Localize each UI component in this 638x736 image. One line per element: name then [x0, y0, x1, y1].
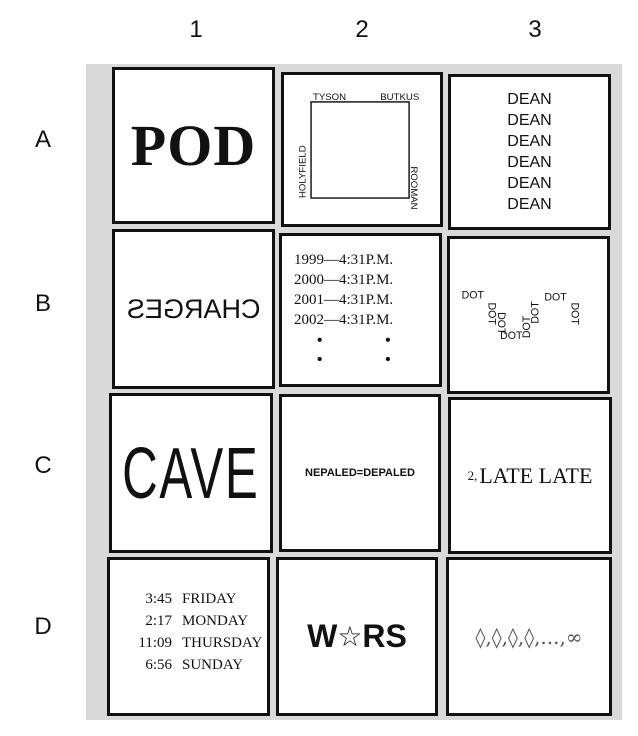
cave-text: CAVE [122, 432, 260, 514]
cell-b3[interactable]: DOT DOT DOT DOT DOT DOT DOT DOT [447, 236, 610, 394]
day-value: SUNDAY [182, 657, 244, 673]
day-value: THURSDAY [182, 635, 263, 651]
time-value: 11:09 [138, 635, 172, 651]
day-value: MONDAY [182, 613, 249, 629]
dean-line: DEAN [507, 175, 552, 192]
star-icon: ☆ [337, 620, 363, 653]
year-time-line: 2002—4:31P.M. [294, 312, 394, 328]
column-label-2: 2 [355, 16, 369, 43]
name-bottom-right: ROOMAN [408, 166, 419, 209]
cell-c2[interactable]: NEPALED=DEPALED [279, 394, 441, 552]
row-label-b: B [34, 290, 51, 317]
dot-word: DOT [495, 312, 507, 335]
time-value: 3:45 [145, 591, 172, 607]
column-label-3: 3 [528, 16, 542, 43]
dean-line: DEAN [507, 196, 552, 213]
nepaled-equation: NEPALED=DEPALED [305, 467, 415, 479]
dot-word: DOT [530, 301, 542, 324]
dot-word: DOT [500, 330, 523, 342]
dot-wave: DOT DOT DOT DOT DOT DOT DOT DOT [462, 290, 581, 342]
column-label-1: 1 [189, 16, 203, 43]
row-label-d: D [34, 613, 52, 640]
cell-d1[interactable]: 3:45 FRIDAY 2:17 MONDAY 11:09 THURSDAY 6… [107, 557, 270, 716]
cell-c1[interactable]: CAVE [109, 393, 273, 553]
name-top-left: TYSON [313, 92, 346, 103]
day-value: FRIDAY [182, 591, 237, 607]
row-label-c: C [34, 452, 52, 479]
pod-text: POD [130, 113, 257, 178]
wars-left: W [307, 618, 338, 654]
cell-a2[interactable]: TYSON BUTKUS HOLYFIELD ROOMAN [281, 72, 443, 227]
time-day-table: 3:45 FRIDAY 2:17 MONDAY 11:09 THURSDAY 6… [120, 588, 262, 676]
year-time-line: 1999—4:31P.M. [294, 252, 394, 268]
cell-a3[interactable]: DEAN DEAN DEAN DEAN DEAN DEAN [448, 74, 611, 230]
late-late-text: LATE LATE [479, 462, 593, 488]
wars-right: RS [362, 618, 407, 654]
cell-a1[interactable]: POD [112, 67, 275, 224]
cell-d2[interactable]: W ☆ RS [276, 557, 438, 716]
late-prefix: 2, [467, 467, 478, 483]
dean-line: DEAN [507, 112, 552, 129]
diamond-sequence: ◊,◊,◊,◊,...,∞ [475, 624, 583, 649]
name-bottom-left: HOLYFIELD [297, 145, 308, 198]
dean-line: DEAN [507, 154, 552, 171]
time-value: 6:56 [145, 657, 172, 673]
cell-c3[interactable]: 2, LATE LATE [448, 397, 612, 554]
name-top-right: BUTKUS [380, 92, 419, 103]
dot-word: DOT [568, 302, 580, 325]
cell-b1[interactable]: CHARGES [112, 229, 275, 389]
dot-word: DOT [462, 290, 485, 302]
cell-d3[interactable]: ◊,◊,◊,◊,...,∞ [446, 557, 612, 716]
dean-line: DEAN [507, 91, 552, 108]
names-square: TYSON BUTKUS HOLYFIELD ROOMAN [297, 92, 419, 210]
dean-line: DEAN [507, 133, 552, 150]
dot-word: DOT [486, 302, 498, 325]
time-value: 2:17 [145, 613, 172, 629]
cell-b2[interactable]: 1999—4:31P.M. 2000—4:31P.M. 2001—4:31P.M… [279, 233, 442, 387]
year-time-line: 2000—4:31P.M. [294, 272, 394, 288]
row-label-a: A [34, 126, 51, 153]
charges-mirrored-text: CHARGES [126, 293, 261, 324]
dot-word: DOT [521, 315, 533, 338]
continuation-dots [317, 337, 391, 362]
year-time-line: 2001—4:31P.M. [294, 292, 394, 308]
dot-word: DOT [544, 292, 567, 304]
